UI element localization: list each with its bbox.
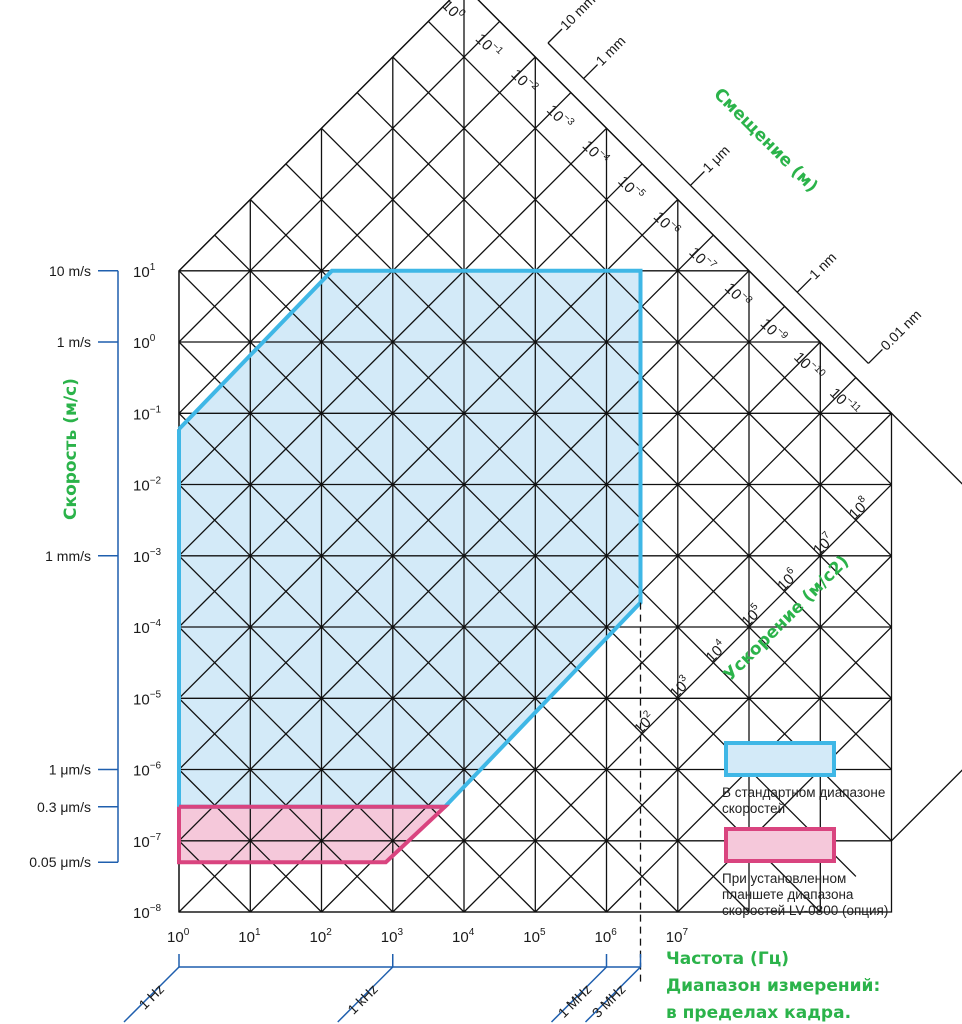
grid-displacement-line xyxy=(178,92,572,485)
grid-displacement-line xyxy=(321,377,857,913)
grid-acceleration-line xyxy=(178,769,322,913)
frequency-bracket-leader xyxy=(123,966,180,1023)
acceleration-tick-label: 108 xyxy=(844,493,873,522)
acceleration-tick-label: 102 xyxy=(630,708,659,737)
frequency-marker-label: 3 MHz xyxy=(589,981,629,1021)
grid-acceleration-line xyxy=(178,270,821,913)
grid-displacement-line xyxy=(178,163,643,628)
frequency-tick-label: 100 xyxy=(167,927,190,946)
displacement-tick-label: 10−2 xyxy=(507,65,541,99)
displacement-marker-label: 1 nm xyxy=(806,249,839,282)
frequency-bracket-leader xyxy=(584,966,642,1023)
frequency-marker-label: 1 kHz xyxy=(344,981,381,1018)
acceleration-tick-label: 103 xyxy=(665,672,694,701)
grid-acceleration-line xyxy=(178,626,465,913)
displacement-marker-label: 1 μm xyxy=(699,142,733,176)
legend-swatch-optional xyxy=(724,827,836,863)
grid-acceleration-line xyxy=(356,92,892,628)
legend-swatch-standard xyxy=(724,741,836,777)
velocity-marker-label: 1 μm/s xyxy=(49,762,91,778)
frequency-tick-labels: 100 101 102 103 104 105 106 107 xyxy=(167,927,688,946)
grid-acceleration-line xyxy=(178,484,607,913)
velocity-tick-label: 10−7 xyxy=(133,832,162,851)
displacement-tick-label: 10−4 xyxy=(579,136,613,170)
velocity-tick-label: 100 xyxy=(133,333,156,352)
grid-border xyxy=(178,0,962,913)
displacement-axis-title: Смещение (м) xyxy=(709,84,821,196)
displacement-bracket-tick xyxy=(547,28,563,44)
frequency-marker-label: 1 MHz xyxy=(555,981,595,1021)
velocity-tick-label: 10−6 xyxy=(133,761,162,780)
displacement-tick-label: 10−5 xyxy=(614,171,648,205)
velocity-marker-label: 1 mm/s xyxy=(45,548,91,564)
frequency-tick-label: 107 xyxy=(666,927,689,946)
velocity-tick-label: 10−5 xyxy=(133,689,162,708)
grid-acceleration-line xyxy=(178,412,679,913)
velocity-tick-labels: 101 100 10−1 10−2 10−3 10−4 10−5 10−6 10−7 10−8 xyxy=(133,262,162,922)
velocity-marker-label: 10 m/s xyxy=(49,263,91,279)
grid-displacement-line xyxy=(178,305,786,913)
grid-displacement-line xyxy=(178,234,714,770)
legend-label-optional: При установленном планшете диапазона ско… xyxy=(722,871,888,918)
measurement-range-title: Диапазон измерений: xyxy=(666,976,880,996)
velocity-marker-bracket: 10 m/s 1 m/s 1 mm/s 1 μm/s 0.3 μm/s 0.05 μm/s xyxy=(29,263,119,870)
displacement-marker-label: 10 mm xyxy=(557,0,599,33)
acceleration-tick-label: 107 xyxy=(809,529,838,558)
velocity-marker-label: 0.3 μm/s xyxy=(37,799,91,815)
displacement-bracket-tick xyxy=(796,277,812,293)
velocity-marker-label: 1 m/s xyxy=(57,334,91,350)
legend-label-standard: В стандартном диапазоне скоростей xyxy=(722,785,889,816)
velocity-axis-title: Скорость (м/с) xyxy=(61,378,81,520)
acceleration-tick-label: 104 xyxy=(701,637,730,666)
velocity-marker-label: 0.05 μm/s xyxy=(29,854,91,870)
grid-displacement-line xyxy=(178,20,501,343)
grid-acceleration-line xyxy=(285,163,892,770)
measurement-range-note: в пределах кадра. xyxy=(666,1003,851,1023)
grid-acceleration-line xyxy=(321,127,892,699)
velocity-tick-label: 10−4 xyxy=(133,618,162,637)
frequency-tick-label: 106 xyxy=(595,927,618,946)
displacement-marker-label: 1 mm xyxy=(592,33,628,69)
grid-acceleration-line xyxy=(427,20,892,485)
velocity-tick-label: 10−1 xyxy=(133,404,162,423)
frequency-axis-title: Частота (Гц) xyxy=(666,949,789,969)
frequency-tick-label: 101 xyxy=(238,927,261,946)
region-outline-1 xyxy=(177,804,450,865)
grid-acceleration-line xyxy=(178,341,750,913)
velocity-tick-label: 10−8 xyxy=(133,903,162,922)
legend: В стандартном диапазоне скоростей При ус… xyxy=(722,741,889,918)
region-fill-1 xyxy=(179,806,445,863)
frequency-marker-label: 1 Hz xyxy=(135,981,167,1013)
frequency-tick-label: 105 xyxy=(523,927,546,946)
chart-grid xyxy=(178,0,962,913)
displacement-tick-label: 10−3 xyxy=(543,100,577,134)
displacement-bracket-tick xyxy=(867,348,883,364)
region-outlines xyxy=(177,268,643,865)
grid-acceleration-line xyxy=(249,199,892,842)
displacement-bracket-spine xyxy=(547,42,869,364)
velocity-tick-label: 10−2 xyxy=(133,476,162,495)
frequency-tick-label: 103 xyxy=(381,927,404,946)
frequency-bracket-leader xyxy=(550,966,608,1023)
displacement-tick-label: 10−1 xyxy=(472,29,506,63)
grid-acceleration-line xyxy=(178,555,536,913)
acceleration-tick-label: 105 xyxy=(737,601,766,630)
velocity-tick-label: 10−3 xyxy=(133,547,162,566)
displacement-marker-label: 0.01 nm xyxy=(877,306,924,353)
displacement-bracket-tick xyxy=(689,170,705,186)
frequency-tick-label: 104 xyxy=(452,927,475,946)
frequency-bracket-leader xyxy=(337,966,394,1023)
acceleration-tick-label: 106 xyxy=(773,565,802,594)
grid-acceleration-line xyxy=(178,840,251,913)
velocity-tick-label: 101 xyxy=(133,262,156,281)
displacement-bracket-tick xyxy=(583,64,599,80)
frequency-tick-label: 102 xyxy=(310,927,333,946)
